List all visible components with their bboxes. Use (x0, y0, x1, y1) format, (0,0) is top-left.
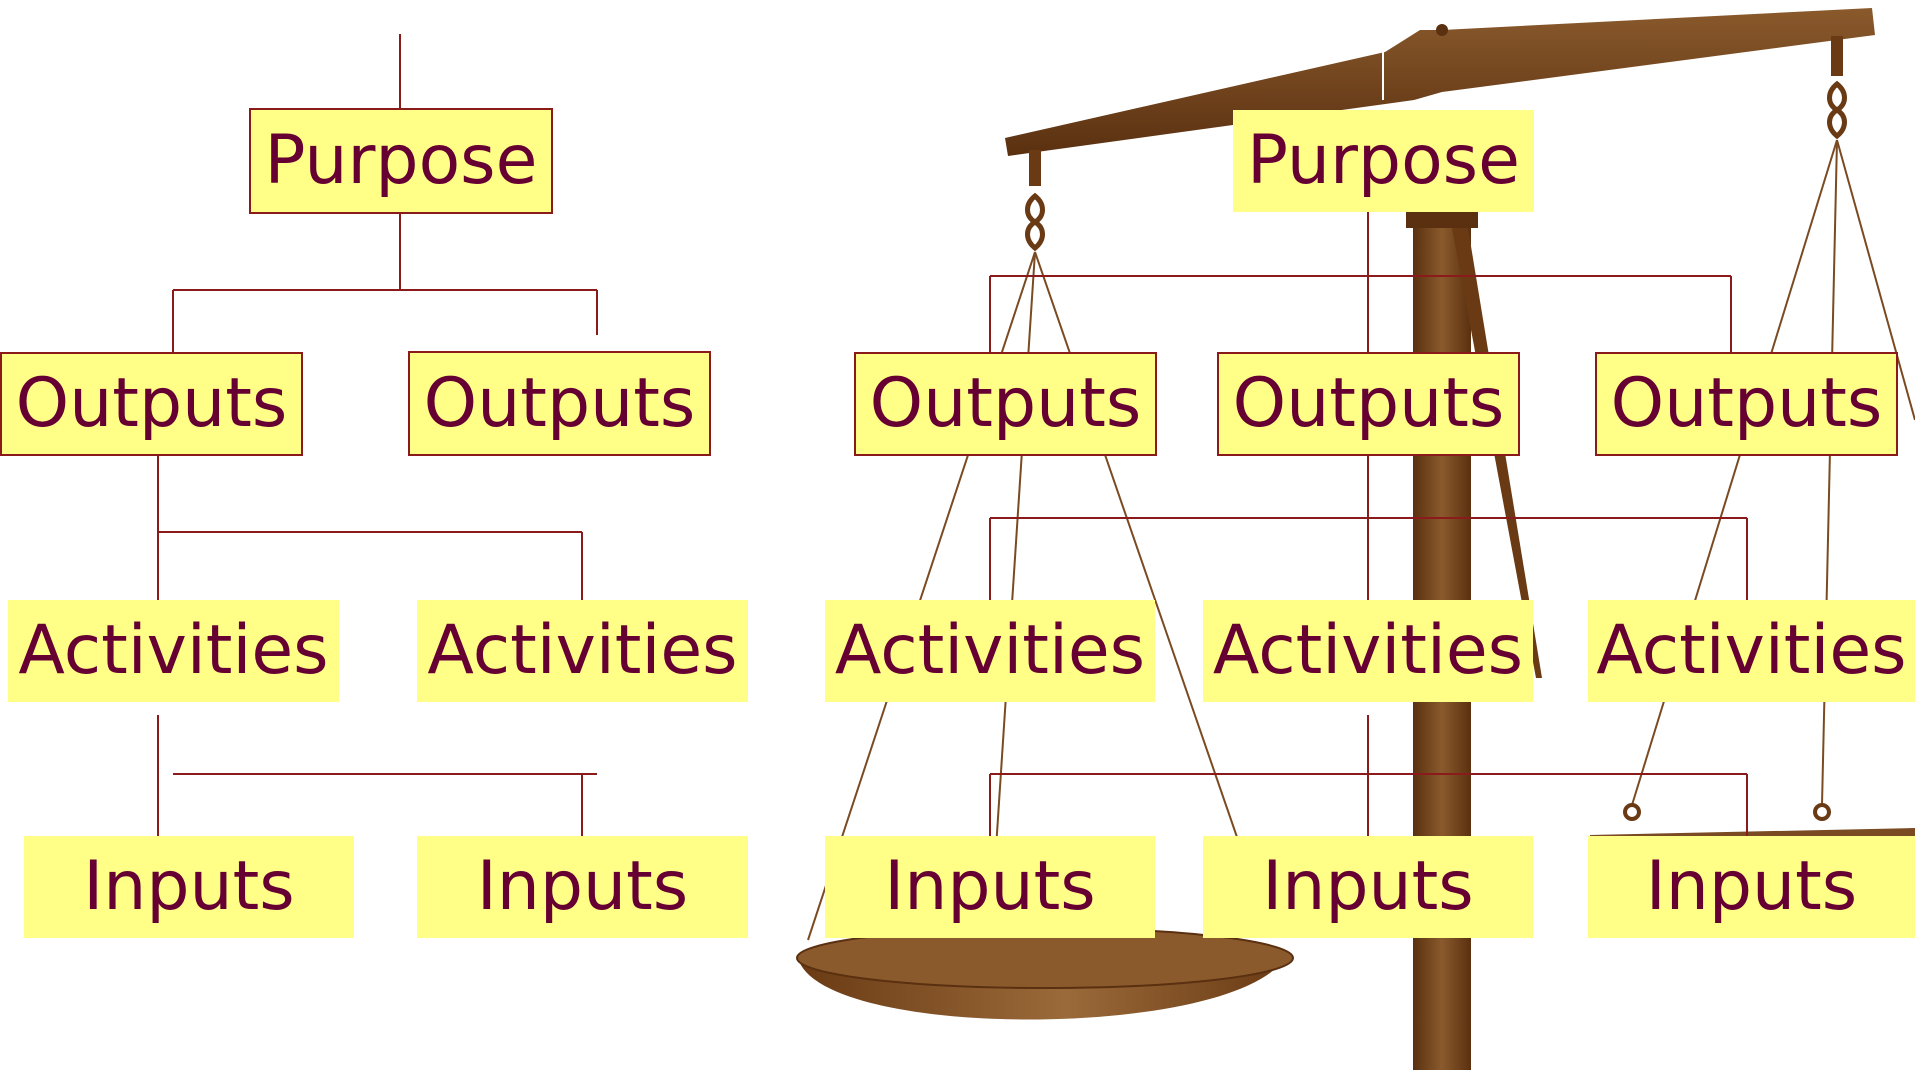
right-purpose-box: Purpose (1233, 110, 1534, 212)
left-activities-box-1: Activities (8, 600, 339, 702)
left-hanger (1029, 150, 1041, 186)
right-inputs-box-3: Inputs (1588, 836, 1915, 938)
scale-beam-knob (1436, 24, 1448, 36)
right-activities-box-3: Activities (1588, 600, 1915, 702)
right-hook (1827, 80, 1847, 140)
right-inputs-box-1: Inputs (825, 836, 1155, 938)
right-activities-box-1: Activities (825, 600, 1155, 702)
right-outputs-box-2: Outputs (1217, 352, 1520, 456)
scale-post-collar (1406, 212, 1478, 228)
right-hanger (1831, 36, 1843, 76)
left-hook (1025, 192, 1045, 252)
scale-beam (1005, 8, 1875, 156)
right-activities-box-2: Activities (1203, 600, 1533, 702)
right-inputs-box-2: Inputs (1203, 836, 1533, 938)
right-outputs-box-1: Outputs (854, 352, 1157, 456)
left-activities-box-2: Activities (417, 600, 748, 702)
left-inputs-box-2: Inputs (417, 836, 748, 938)
left-inputs-box-1: Inputs (24, 836, 354, 938)
left-outputs-box-1: Outputs (0, 352, 303, 456)
left-outputs-box-2: Outputs (408, 351, 711, 456)
right-outputs-box-3: Outputs (1595, 352, 1898, 456)
left-purpose-box: Purpose (249, 108, 553, 214)
